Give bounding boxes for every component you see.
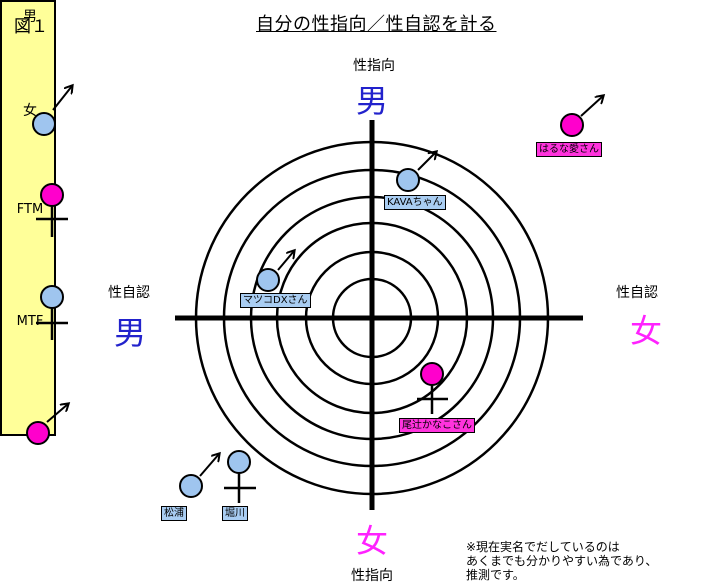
footnote-line-3: 推測です。 (466, 568, 525, 582)
footnote-line-2: あくまでも分かりやすい為であり、 (466, 554, 658, 568)
legend-ftm-label: FTM (16, 202, 44, 217)
legend-male-label: 男 (23, 9, 37, 25)
legend-ftm-symbol (36, 285, 68, 340)
person-haruna-symbol (560, 96, 603, 137)
legend-panel: 男 女 FTM MTF (0, 0, 56, 436)
footnote: ※現在実名でだしているのは あくまでも分かりやすい為であり、 推測です。 (466, 540, 657, 582)
person-kanako-tag: 尾辻かなこさん (399, 418, 475, 433)
person-kanako-symbol (417, 362, 448, 414)
bottom-axis-big-label: 女 (356, 522, 389, 560)
page-title: 自分の性指向／性自認を計る (256, 14, 497, 35)
figure-label: 図１ (14, 17, 48, 37)
person-matsuura-symbol (179, 454, 219, 498)
top-axis-big-label: 男 (356, 82, 389, 120)
legend-female-label: 女 (23, 103, 37, 119)
bottom-axis-label: 性指向 (351, 568, 393, 584)
top-axis-label: 性指向 (353, 58, 395, 74)
legend-male-symbol (32, 86, 72, 136)
right-axis-label: 性自認 (616, 285, 658, 301)
person-horikawa-symbol (224, 450, 256, 503)
person-haruna-tag: はるな愛さん (536, 142, 602, 157)
person-horikawa-tag: 堀川 (222, 506, 248, 521)
person-kava-symbol (396, 152, 436, 192)
right-axis-big-label: 女 (630, 312, 663, 350)
legend-mtf-label: MTF (16, 314, 44, 329)
left-axis-big-label: 男 (114, 314, 147, 352)
legend-female-symbol (36, 183, 68, 237)
person-matsuko-tag: マツコDXさん (240, 293, 311, 308)
person-matsuko-symbol (256, 251, 294, 292)
person-kava-tag: KAVAちゃん (384, 195, 446, 210)
footnote-line-1: ※現在実名でだしているのは (466, 540, 620, 554)
left-axis-label: 性自認 (108, 285, 150, 301)
person-matsuura-tag: 松浦 (161, 506, 187, 521)
legend-mtf-symbol (26, 404, 68, 445)
